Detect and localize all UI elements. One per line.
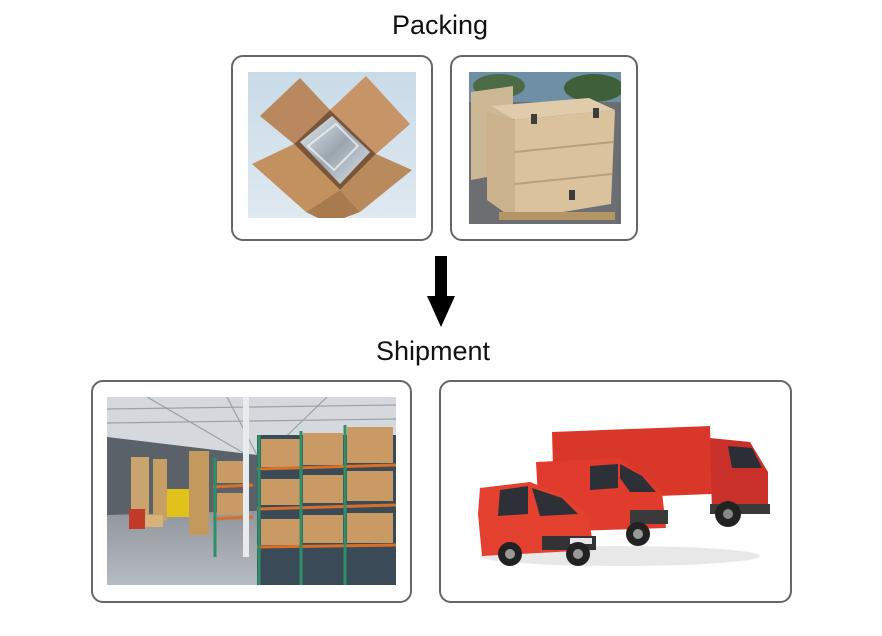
wooden-crate-image [469,72,621,224]
packing-title: Packing [391,10,489,40]
cardboard-box-image [248,72,416,218]
shipment-title: Shipment [375,336,491,366]
delivery-vehicles-image [470,418,772,568]
warehouse-image [107,397,396,585]
down-arrow-icon [426,256,456,328]
